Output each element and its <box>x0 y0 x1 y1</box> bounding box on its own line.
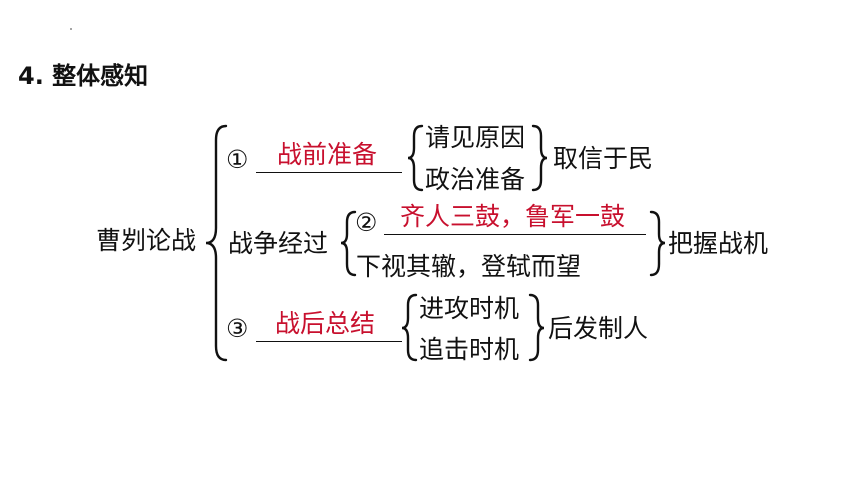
branch3-right-brace <box>528 293 545 362</box>
branch3-result: 后发制人 <box>548 314 649 343</box>
branch1-right-brace <box>531 124 548 192</box>
branch2-right-brace <box>649 210 666 277</box>
branch1-sub1: 请见原因 <box>425 123 526 152</box>
branch3-sub2: 追击时机 <box>419 335 520 364</box>
branch3-marker: ③ <box>226 314 249 343</box>
branch2-marker: ② <box>355 208 378 237</box>
branch1-blank-line <box>256 172 402 173</box>
root-node: 曹刿论战 <box>96 226 197 255</box>
root-brace <box>205 124 228 362</box>
branch2-brace <box>340 210 357 277</box>
section-heading: 4. 整体感知 <box>18 62 149 90</box>
branch2-blank-line <box>384 234 646 235</box>
branch1-brace <box>407 124 424 192</box>
branch2-result: 把握战机 <box>668 229 769 258</box>
branch3-brace <box>401 293 418 362</box>
branch2-answer: 齐人三鼓，鲁军一鼓 <box>400 202 626 231</box>
branch3-answer: 战后总结 <box>275 309 376 338</box>
decorative-dot <box>70 28 72 30</box>
branch1-sub2: 政治准备 <box>425 165 526 194</box>
branch1-marker: ① <box>226 145 249 174</box>
branch2-sub: 下视其辙，登轼而望 <box>356 252 582 281</box>
branch2-label: 战争经过 <box>228 229 329 258</box>
branch1-answer: 战前准备 <box>277 140 378 169</box>
branch3-sub1: 进攻时机 <box>419 294 520 323</box>
branch1-result: 取信于民 <box>553 144 654 173</box>
branch3-blank-line <box>256 341 402 342</box>
